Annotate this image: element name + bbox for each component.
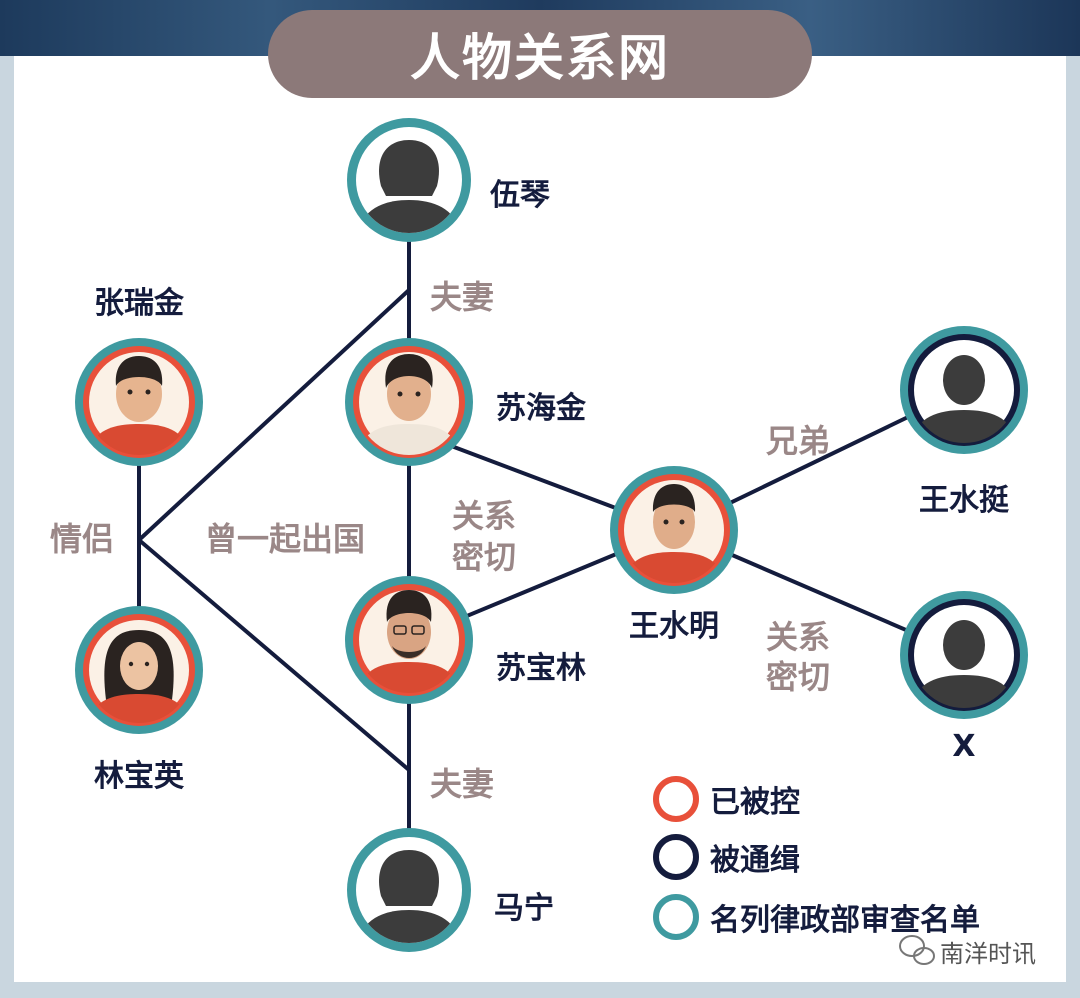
relation-fuqi-bottom: 夫妻 [430,765,494,803]
person-wsm [610,466,738,594]
person-lby [75,606,203,734]
person-zrj [75,338,203,466]
name-lby: 林宝英 [94,759,185,794]
relation-qinglv: 情侣 [50,520,114,558]
legend-swatch-review [653,894,699,940]
person-shj [345,338,473,466]
line-left-to-top [137,288,411,542]
person-sbl [345,576,473,704]
relation-guanxi-right-2: 密切 [766,658,830,696]
relation-xiongdi: 兄弟 [766,422,830,460]
wechat-icon [899,935,935,965]
name-maning: 马宁 [494,891,554,926]
legend: 已被控 被通缉 名列律政部审查名单 [653,776,980,940]
person-wst [900,326,1028,454]
legend-swatch-wanted [653,834,699,880]
page-title: 人物关系网 [268,10,812,98]
line-left-to-bottom [137,538,411,772]
name-wsm: 王水明 [629,609,719,644]
name-wuqin: 伍琴 [490,178,550,213]
name-shj: 苏海金 [496,391,587,426]
relation-guanxi-mid-2: 密切 [452,538,516,576]
relation-fuqi-top: 夫妻 [430,278,494,316]
name-wst: 王水挺 [919,483,1010,518]
legend-label-review: 名列律政部审查名单 [710,903,980,938]
content-panel [14,56,1066,982]
legend-label-wanted: 被通缉 [710,843,800,878]
relation-guanxi-right-1: 关系 [766,618,830,656]
legend-swatch-detained [653,776,699,822]
name-zrj: 张瑞金 [94,286,185,321]
name-sbl: 苏宝林 [496,651,586,686]
watermark-text: 南洋时讯 [940,940,1036,968]
relation-labels: 夫妻 情侣 曾一起出国 关系 密切 兄弟 关系 密切 夫妻 [50,278,830,803]
relation-ceng: 曾一起出国 [205,520,365,558]
legend-label-detained: 已被控 [710,785,800,820]
name-x: X [952,729,975,764]
watermark: 南洋时讯 [899,935,1036,968]
person-x [900,591,1028,719]
person-maning [347,828,471,952]
person-wuqin [347,118,471,242]
relation-guanxi-mid-1: 关系 [452,497,516,535]
